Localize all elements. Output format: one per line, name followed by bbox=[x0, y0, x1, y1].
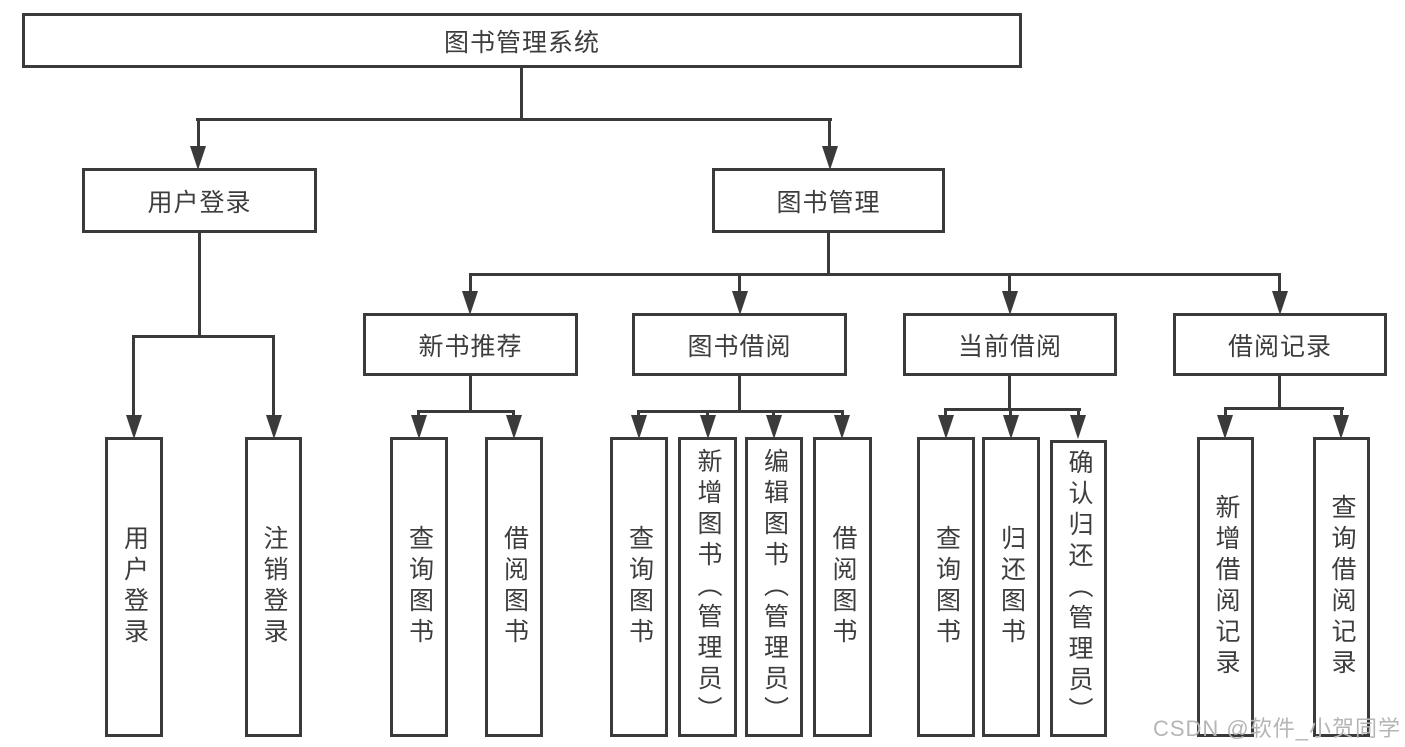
arrowhead-down-icon bbox=[938, 415, 954, 439]
connector-drop bbox=[1224, 407, 1227, 417]
leaf-edit-books-admin: 编辑图书（管理员） bbox=[745, 437, 803, 737]
connector-stem-new-book bbox=[469, 376, 472, 410]
connector-drop bbox=[1008, 273, 1011, 293]
leaf-query-borrow-record: 查询借阅记录 bbox=[1313, 437, 1370, 737]
node-root-system: 图书管理系统 bbox=[22, 13, 1022, 68]
arrowhead-down-icon bbox=[1003, 415, 1019, 439]
arrowhead-down-icon bbox=[822, 146, 838, 170]
leaf-add-borrow-record: 新增借阅记录 bbox=[1197, 437, 1254, 737]
arrowhead-down-icon bbox=[1333, 415, 1349, 439]
arrowhead-down-icon bbox=[506, 415, 522, 439]
connector-rail-level3 bbox=[469, 273, 1281, 276]
arrowhead-down-icon bbox=[411, 415, 427, 439]
leaf-query-books-current: 查询图书 bbox=[917, 437, 975, 737]
connector-drop bbox=[1077, 408, 1080, 418]
leaf-user-login: 用户登录 bbox=[105, 437, 163, 737]
connector-drop bbox=[738, 273, 741, 293]
connector-rail-user-login bbox=[132, 335, 275, 338]
connector-drop bbox=[469, 273, 472, 293]
connector-stem-book-management bbox=[827, 233, 830, 273]
arrowhead-down-icon bbox=[190, 146, 206, 170]
connector-rail-level2 bbox=[196, 118, 832, 121]
connector-drop bbox=[1278, 273, 1281, 293]
leaf-borrow-books: 借阅图书 bbox=[813, 437, 872, 737]
connector-drop bbox=[132, 335, 135, 417]
arrowhead-down-icon bbox=[766, 415, 782, 439]
node-book-management: 图书管理 bbox=[712, 168, 945, 233]
connector-stem-user-login bbox=[198, 233, 201, 335]
connector-rail-current-borrow bbox=[944, 408, 1081, 411]
node-borrowing-records: 借阅记录 bbox=[1173, 313, 1387, 376]
connector-rail-borrow-records bbox=[1224, 407, 1344, 410]
leaf-add-books-admin: 新增图书（管理员） bbox=[678, 437, 737, 737]
arrowhead-down-icon bbox=[732, 291, 748, 315]
connector-stem-current-borrow bbox=[1008, 376, 1011, 408]
arrowhead-down-icon bbox=[1217, 415, 1233, 439]
connector-drop bbox=[417, 410, 420, 418]
arrowhead-down-icon bbox=[462, 291, 478, 315]
arrowhead-down-icon bbox=[266, 415, 282, 439]
arrowhead-down-icon bbox=[1070, 415, 1086, 439]
connector-drop bbox=[512, 410, 515, 418]
leaf-query-books-borrowing: 查询图书 bbox=[610, 437, 668, 737]
connector-stem-book-borrow bbox=[738, 376, 741, 410]
leaf-logout: 注销登录 bbox=[245, 437, 302, 737]
arrowhead-down-icon bbox=[700, 415, 716, 439]
arrowhead-down-icon bbox=[834, 415, 850, 439]
connector-drop bbox=[1340, 407, 1343, 417]
arrowhead-down-icon bbox=[1272, 291, 1288, 315]
connector-rail-new-book bbox=[417, 410, 515, 413]
connector-drop bbox=[706, 410, 709, 418]
node-book-borrowing: 图书借阅 bbox=[632, 313, 847, 376]
leaf-confirm-return-admin: 确认归还（管理员） bbox=[1050, 440, 1107, 737]
leaf-query-books-recommend: 查询图书 bbox=[390, 437, 448, 737]
csdn-watermark: CSDN @软件_小贺同学 bbox=[1152, 716, 1401, 741]
connector-stem-borrow-records bbox=[1278, 376, 1281, 407]
connector-stem-root bbox=[520, 68, 523, 118]
connector-drop bbox=[828, 118, 831, 148]
node-new-book-recommend: 新书推荐 bbox=[363, 313, 578, 376]
arrowhead-down-icon bbox=[126, 415, 142, 439]
node-user-login: 用户登录 bbox=[82, 168, 317, 233]
connector-drop bbox=[1009, 408, 1012, 418]
connector-drop bbox=[841, 410, 844, 418]
connector-drop bbox=[197, 118, 200, 148]
arrowhead-down-icon bbox=[631, 415, 647, 439]
connector-rail-book-borrow bbox=[637, 410, 844, 413]
connector-drop bbox=[272, 335, 275, 417]
node-current-borrowing: 当前借阅 bbox=[903, 313, 1117, 376]
connector-drop bbox=[637, 410, 640, 418]
arrowhead-down-icon bbox=[1002, 291, 1018, 315]
connector-drop bbox=[944, 408, 947, 418]
leaf-return-books: 归还图书 bbox=[982, 437, 1040, 737]
leaf-borrow-books-recommend: 借阅图书 bbox=[485, 437, 543, 737]
connector-drop bbox=[772, 410, 775, 418]
